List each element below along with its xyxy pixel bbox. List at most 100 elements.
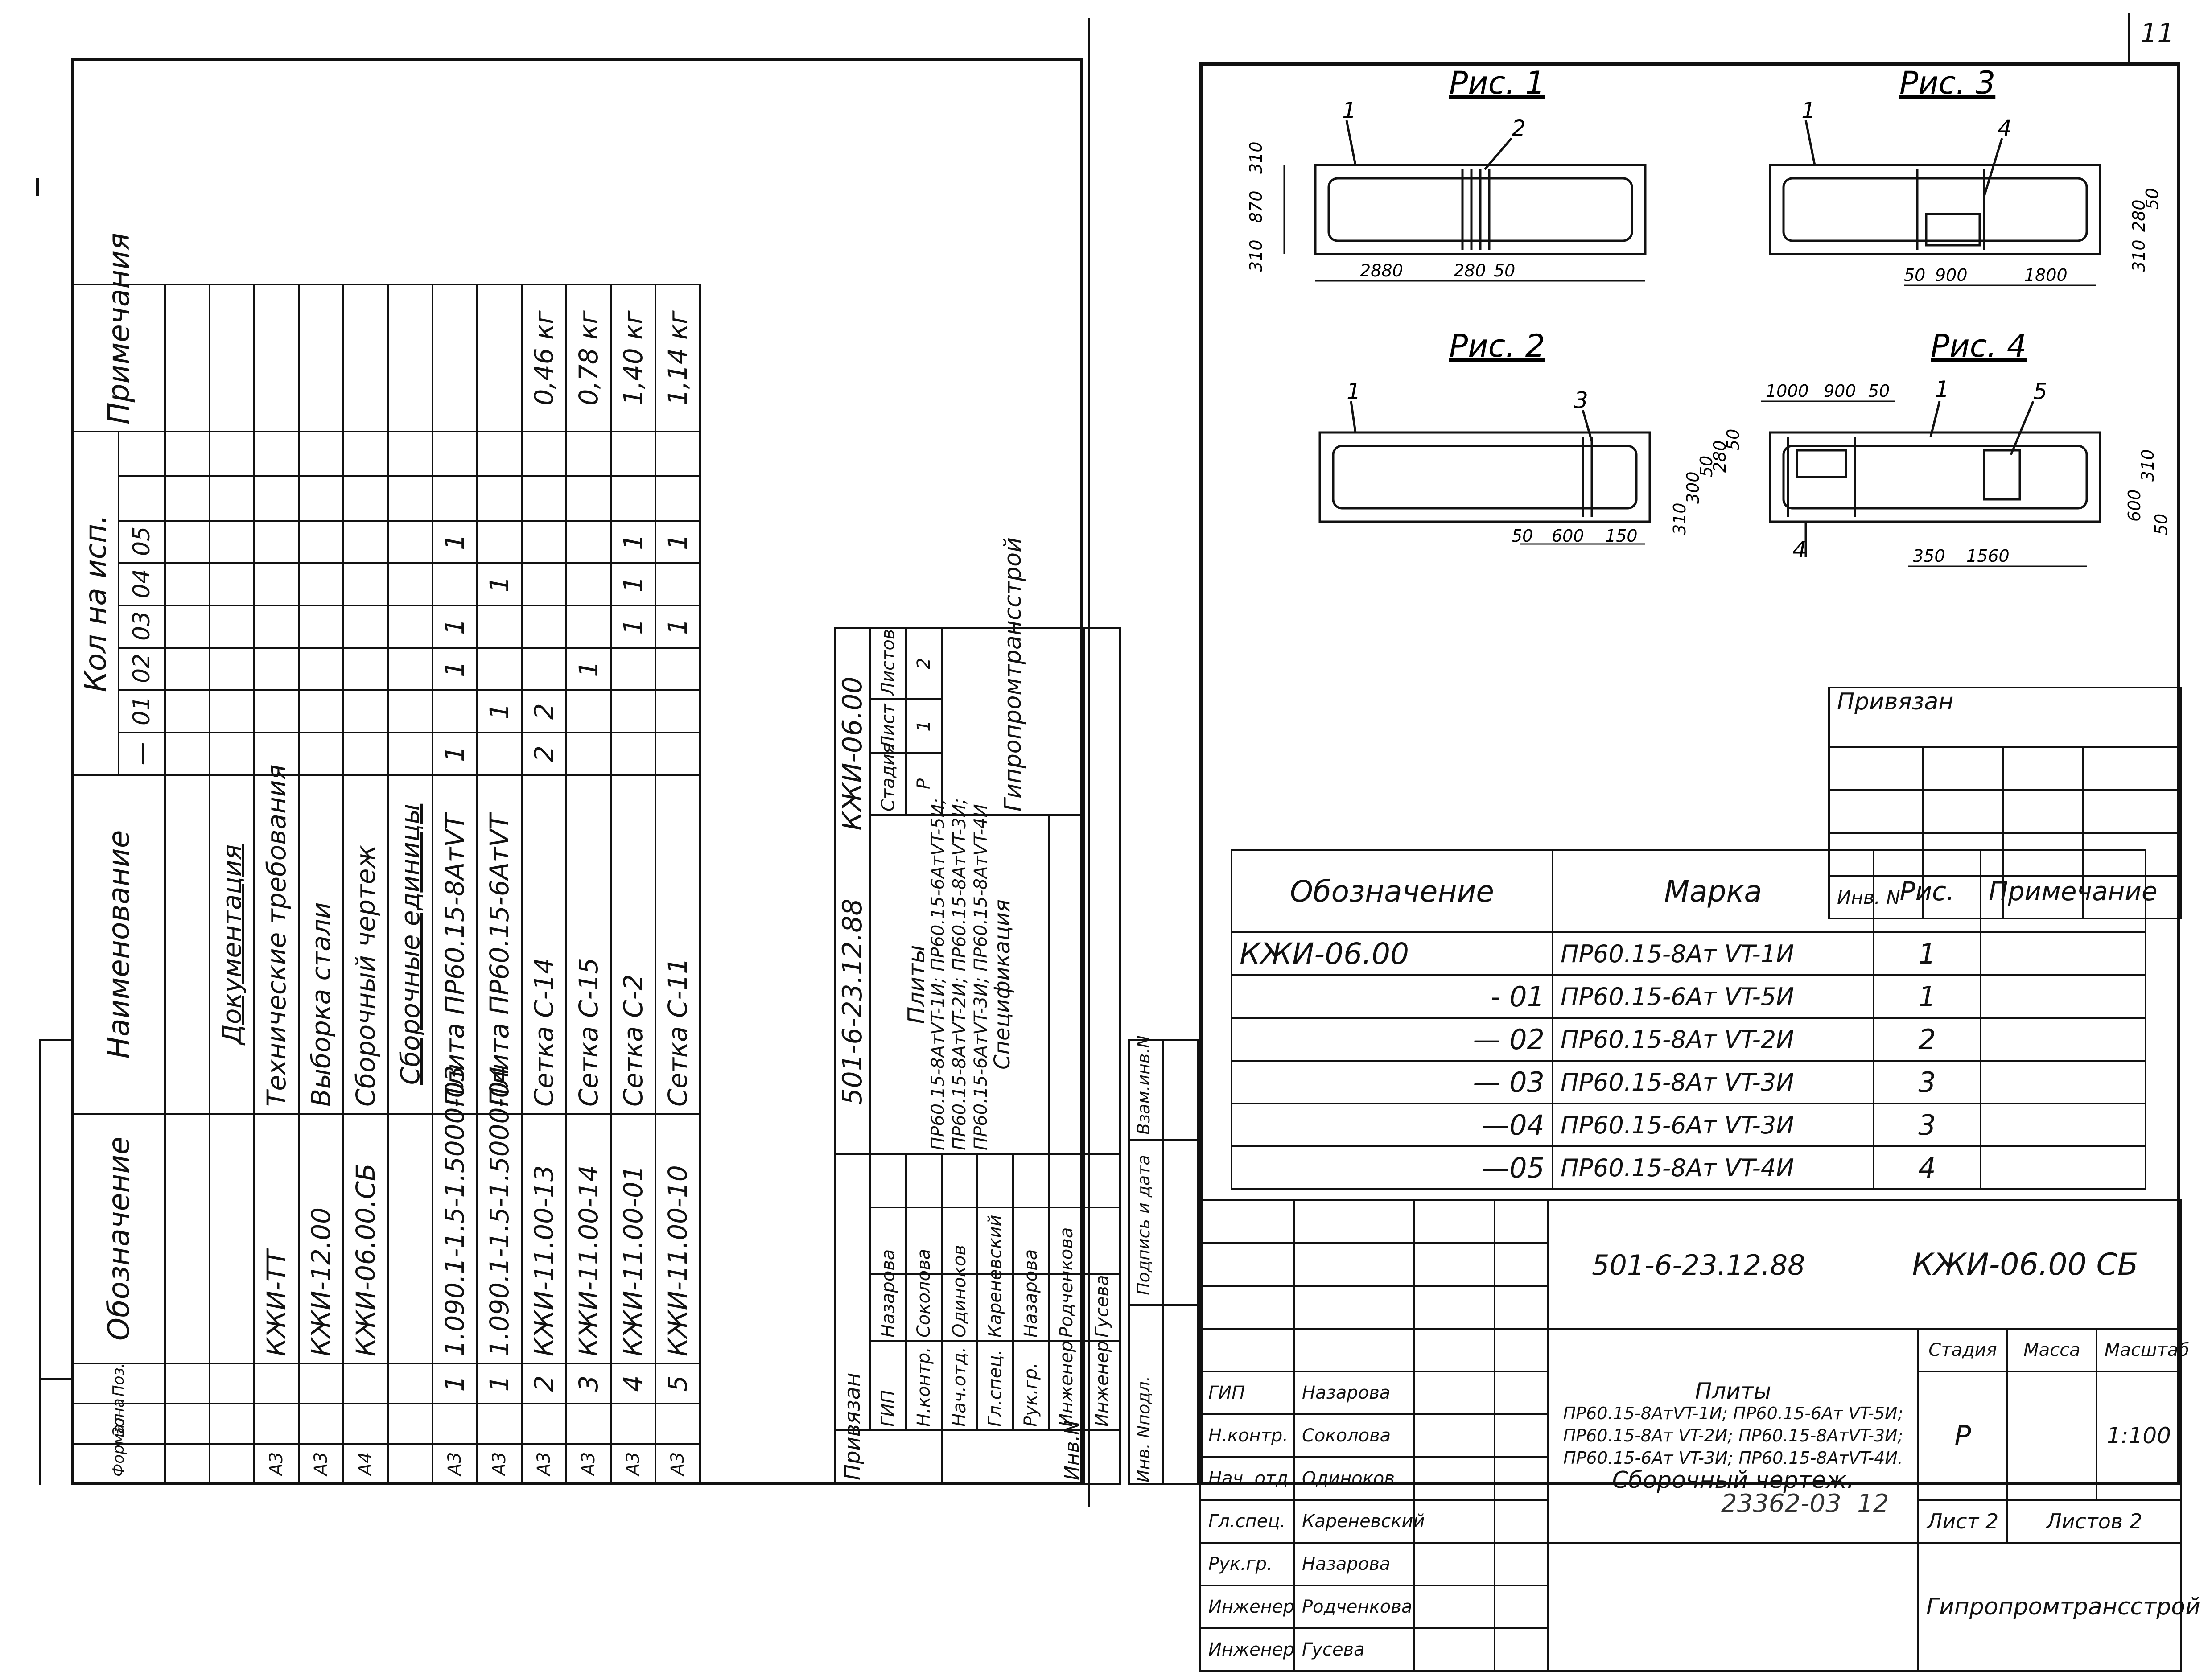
- cell-qty: [522, 648, 566, 690]
- cell-name: Сетка С-11: [655, 775, 700, 1114]
- cell-qty: [522, 605, 566, 648]
- header-pos: Поз.: [72, 1363, 165, 1404]
- cell-qty: 2: [522, 733, 566, 775]
- callout-3: 3: [1574, 387, 1588, 413]
- page-number-tick: [2128, 13, 2130, 62]
- date-cell: [1494, 1542, 1549, 1586]
- cell-designation: КЖИ-11.00-10: [655, 1114, 700, 1363]
- leader-line: [1983, 138, 2003, 197]
- bound-row: [1828, 746, 2183, 791]
- table-row: А3 2 КЖИ-11.00-13 Сетка С-14 2 2 0,46 кг: [522, 284, 566, 1484]
- stamp-desc-line: ПР60.15-8Ат VT-2И; ПР60.15-8АтVT-3И;: [1563, 1426, 1903, 1445]
- cell-name: Плита ПР60.15-6АтVT: [477, 775, 522, 1114]
- marks-header-fig: Рис.: [1873, 849, 1981, 933]
- stamp-row: 501-6-23.12.88 КЖИ-06.00 СБ: [1199, 1199, 2182, 1330]
- cell-designation: — 03: [1231, 1060, 1553, 1104]
- side-label-sign-date: Подпись и дата: [1134, 1155, 1153, 1295]
- cell-name: Сетка С-15: [566, 775, 611, 1114]
- name-cell: Кареневский: [1293, 1499, 1425, 1544]
- cell-designation: КЖИ-11.00-01: [611, 1114, 655, 1363]
- sheets-value: 2: [906, 627, 942, 699]
- role-cell: Н.контр.: [1199, 1413, 1295, 1458]
- stamp-row: [1199, 1242, 2181, 1287]
- cell-format: А3: [477, 1444, 522, 1484]
- figure-4: [1761, 400, 2101, 567]
- dim-600: 600: [1552, 526, 1584, 546]
- date-cell: [1494, 1585, 1549, 1629]
- dim-50: 50: [1494, 261, 1515, 280]
- dim-300: 300: [1683, 471, 1703, 504]
- variant-col: 03: [119, 605, 165, 648]
- stamp-code-cell: 501-6-23.12.88 КЖИ-06.00: [835, 627, 870, 1154]
- slab-inner: [1782, 177, 2088, 242]
- stamp-empty: [1084, 1430, 1120, 1484]
- stamp-row: ГИП Назарова Плиты ПР60.15-8АтVT-1И; ПР6…: [870, 627, 1049, 1484]
- role-cell: ГИП: [1199, 1371, 1295, 1415]
- sheet-divider: [1088, 18, 1090, 1507]
- cell-mark: ПР60.15-8Ат VT-2И: [1552, 1017, 1874, 1062]
- slab-inner: [1332, 445, 1638, 510]
- left-title-block: Привязан 501-6-23.12.88 КЖИ-06.00 ГИП На…: [834, 537, 1120, 1485]
- cell-qty: 1: [477, 690, 522, 733]
- figure-3-title: Рис. 3: [1899, 65, 1995, 101]
- table-row: — 03 ПР60.15-8Ат VT-3И 3: [1231, 1060, 2146, 1104]
- cell-designation: КЖИ-ТТ: [254, 1114, 299, 1363]
- stamp-empty: [1547, 1542, 1919, 1672]
- cell-note: 1,14 кг: [655, 284, 700, 432]
- stamp-doc-type: Спецификация: [990, 899, 1015, 1070]
- dim-310: 310: [1246, 239, 1266, 272]
- stamp-code-cell: 501-6-23.12.88 КЖИ-06.00 СБ: [1547, 1199, 2182, 1330]
- marks-header-note: Примечание: [1980, 849, 2158, 933]
- leader-line: [1345, 120, 1357, 165]
- header-designation: Обозначение: [72, 1114, 165, 1363]
- date-cell: [1494, 1371, 1549, 1415]
- cell-designation: КЖИ-06.00.СБ: [343, 1114, 388, 1363]
- cell-qty: 1: [655, 521, 700, 563]
- table-row: А3 4 КЖИ-11.00-01 Сетка С-2 1 1 1 1,40 к…: [611, 284, 655, 1484]
- inv-label: Инв.N: [1061, 1420, 1083, 1480]
- title-cell: Плиты ПР60.15-8АтVT-1И; ПР60.15-6АтVT-5И…: [870, 798, 1049, 1154]
- stage-value: Р: [1917, 1371, 2008, 1501]
- cell-name: Сборочный чертеж: [343, 775, 388, 1114]
- dim-600: 600: [2125, 489, 2144, 522]
- cell-qty: [477, 733, 522, 775]
- slab-outline: [1314, 164, 1647, 255]
- dim-50: 50: [1512, 526, 1533, 546]
- callout-1: 1: [1935, 376, 1949, 402]
- cell-mark: ПР60.15-6Ат VT-3И: [1552, 1103, 1874, 1147]
- role-cell: Гл.спец.: [1199, 1499, 1295, 1544]
- cell-qty: 2: [522, 690, 566, 733]
- stamp-row: Инженер Родченкова: [1199, 1585, 2181, 1629]
- cell-qty: [433, 690, 477, 733]
- table-row: А3 5 КЖИ-11.00-10 Сетка С-11 1 1 1,14 кг: [655, 284, 700, 1484]
- role-cell: Рук.гр.: [1013, 1341, 1049, 1430]
- stamp-row: [1199, 1285, 2181, 1330]
- right-title-block: 501-6-23.12.88 КЖИ-06.00 СБ Плиты ПР60.1…: [1199, 1199, 2200, 1672]
- name-cell: Кареневский: [977, 1215, 1013, 1341]
- cell-pos: 4: [611, 1363, 655, 1404]
- dim-150: 150: [1605, 526, 1638, 546]
- variant-col-empty: [119, 431, 165, 476]
- cell-format: А3: [655, 1444, 700, 1484]
- cell-note: [477, 284, 522, 432]
- sheet-value: 1: [906, 699, 942, 753]
- variant-col-empty: [119, 476, 165, 521]
- callout-1: 1: [1342, 98, 1356, 124]
- signature-cell: [1413, 1585, 1495, 1629]
- cell-mark: ПР60.15-8Ат VT-4И: [1552, 1145, 1874, 1190]
- name-cell: Соколова: [1293, 1413, 1415, 1458]
- bound-label: Привязан: [1837, 688, 1954, 715]
- cell-qty: [477, 605, 522, 648]
- leader-line: [2010, 401, 2035, 455]
- variant-col: 05: [119, 521, 165, 563]
- stamp-desc-line: ПР60.15-6АтVT-3И; ПР60.15-8АтVT-4И: [971, 804, 991, 1150]
- cell-fig: 1: [1873, 974, 1981, 1019]
- cell-qty: [655, 563, 700, 605]
- stamp-row: Инженер Гусева: [1199, 1627, 2181, 1672]
- name-cell: Назарова: [1293, 1371, 1415, 1415]
- header-note: Примечания: [72, 233, 165, 432]
- name-cell: Назарова: [870, 1249, 906, 1341]
- name-cell: Одиноков: [1293, 1456, 1415, 1501]
- project-number: 501-6-23.12.88: [837, 898, 868, 1105]
- signature-cell: [1413, 1627, 1495, 1672]
